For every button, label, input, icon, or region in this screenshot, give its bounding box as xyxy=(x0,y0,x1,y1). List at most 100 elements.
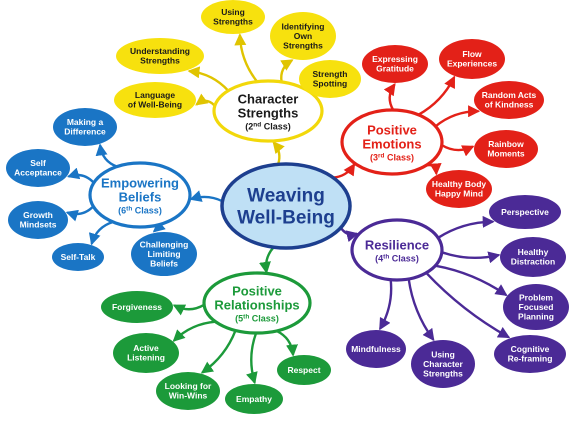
leaf-ellipse-growth-mindsets xyxy=(8,201,68,239)
hub-title-positive-relationships-line-2: Relationships xyxy=(214,298,299,313)
leaf-label-random-acts-of-kindness-line-1: Random Acts xyxy=(482,90,537,100)
arrow-empowering-beliefs-to-growth-mindsets xyxy=(65,205,95,222)
class-word: Class xyxy=(392,254,416,264)
leaf-ellipse-looking-for-win-wins xyxy=(156,372,220,410)
leaf-label-flow-experiences-line-2: Experiences xyxy=(447,59,497,69)
leaf-label-empathy-line-1: Empathy xyxy=(236,394,272,404)
class-open-paren: ( xyxy=(118,206,121,216)
leaf-label-strength-spotting-line-2: Spotting xyxy=(313,79,347,89)
leaf-label-strength-spotting-line-1: Strength xyxy=(313,69,348,79)
leaf-label-forgiveness-line-1: Forgiveness xyxy=(112,302,162,312)
leaf-ellipse-making-a-difference xyxy=(53,108,117,146)
class-word: Class xyxy=(264,122,288,132)
leaf-label-identifying-own-strengths-line-1: Identifying xyxy=(282,22,325,32)
class-close-paren: ) xyxy=(288,122,291,132)
arrow-resilience-to-using-character-strengths xyxy=(407,277,435,342)
arrow-center-to-resilience xyxy=(339,226,359,243)
class-open-paren: ( xyxy=(375,254,378,264)
leaf-label-random-acts-of-kindness-line-2: of Kindness xyxy=(485,100,534,110)
arrow-positive-relationships-to-respect xyxy=(275,329,298,357)
arrow-empowering-beliefs-to-self-talk xyxy=(88,220,115,246)
leaf-label-identifying-own-strengths-line-3: Strengths xyxy=(283,41,323,51)
leaf-label-problem-focused-planning-line-2: Focused xyxy=(519,302,554,312)
leaf-label-perspective-line-1: Perspective xyxy=(501,207,549,217)
leaf-label-active-listening-line-2: Listening xyxy=(127,353,165,363)
class-number: 2 xyxy=(248,122,253,132)
arrow-positive-emotions-to-rainbow-moments xyxy=(440,143,475,157)
leaf-ellipse-flow-experiences xyxy=(439,39,505,79)
class-open-paren: ( xyxy=(235,314,238,324)
class-number: 5 xyxy=(238,314,243,324)
leaf-ellipse-challenging-limiting-beliefs xyxy=(131,232,197,276)
leaf-label-cognitive-re-framing-line-1: Cognitive xyxy=(511,344,550,354)
class-number: 4 xyxy=(378,254,383,264)
class-open-paren: ( xyxy=(370,153,373,163)
leaf-label-respect-line-1: Respect xyxy=(287,365,320,375)
leaf-label-language-of-well-being-line-2: of Well-Being xyxy=(128,100,182,110)
leaf-ellipse-strength-spotting xyxy=(299,60,361,98)
center-title-line-1: Weaving xyxy=(247,186,325,207)
hub-ellipse-character xyxy=(212,79,324,143)
leaf-label-making-a-difference-line-1: Making a xyxy=(67,117,104,127)
center-title-line-2: Well-Being xyxy=(237,208,335,229)
leaf-label-rainbow-moments-line-1: Rainbow xyxy=(488,139,524,149)
leaf-forgiveness: Forgiveness xyxy=(101,291,173,323)
leaf-ellipse-mindfulness xyxy=(346,330,406,368)
hub-class-label-positive-relationships: (5th Class) xyxy=(235,314,279,324)
arrow-character-to-using-strengths xyxy=(234,33,259,83)
leaf-ellipse-using-strengths xyxy=(201,0,265,34)
leaf-label-flow-experiences-line-1: Flow xyxy=(462,49,482,59)
hub-resilience: Resilience(4th Class) xyxy=(350,218,444,282)
leaf-mindfulness: Mindfulness xyxy=(346,330,406,368)
class-word: Class xyxy=(252,314,276,324)
leaf-label-making-a-difference-line-2: Difference xyxy=(64,127,106,137)
hub-title-empowering-beliefs-line-1: Empowering xyxy=(101,176,179,191)
arrow-character-to-identifying-own-strengths xyxy=(280,59,294,84)
hub-title-positive-emotions-line-2: Emotions xyxy=(362,137,421,152)
leaf-label-problem-focused-planning-line-1: Problem xyxy=(519,293,553,303)
arrow-resilience-to-healthy-distraction xyxy=(440,251,501,264)
class-ordinal: th xyxy=(383,254,389,261)
leaf-ellipse-cognitive-re-framing xyxy=(494,335,566,373)
arrow-center-to-positive-emotions xyxy=(331,163,356,179)
leaf-self-talk: Self-Talk xyxy=(52,243,104,271)
leaf-label-active-listening-line-1: Active xyxy=(133,343,159,353)
arrow-resilience-to-cognitive-re-framing xyxy=(425,271,511,339)
hub-title-positive-emotions-line-1: Positive xyxy=(367,123,417,138)
arrow-positive-emotions-to-random-acts-of-kindness xyxy=(434,105,481,128)
arrow-resilience-to-mindfulness xyxy=(379,278,393,331)
leaf-label-self-acceptance-line-1: Self xyxy=(30,158,46,168)
hub-class-label-empowering-beliefs: (6th Class) xyxy=(118,206,162,216)
leaf-label-using-strengths-line-1: Using xyxy=(221,7,245,17)
leaf-ellipse-healthy-body-happy-mind xyxy=(426,170,492,208)
arrow-positive-emotions-to-flow-experiences xyxy=(417,75,456,116)
leaf-ellipse-identifying-own-strengths xyxy=(270,12,336,60)
leaf-label-self-acceptance-line-2: Acceptance xyxy=(14,168,62,178)
class-number: 6 xyxy=(121,206,126,216)
class-word: Class xyxy=(135,206,159,216)
leaf-label-challenging-limiting-beliefs-line-3: Beliefs xyxy=(150,259,178,269)
leaf-label-understanding-strengths-line-1: Understanding xyxy=(130,46,190,56)
leaf-ellipse-random-acts-of-kindness xyxy=(474,81,544,119)
leaf-label-using-character-strengths-line-1: Using xyxy=(431,350,455,360)
class-word: Class xyxy=(387,153,411,163)
leaf-label-self-talk-line-1: Self-Talk xyxy=(61,252,96,262)
arrow-positive-relationships-to-looking-for-win-wins xyxy=(200,329,237,374)
arrow-center-to-empowering-beliefs xyxy=(189,190,224,203)
leaf-label-expressing-gratitude-line-2: Gratitude xyxy=(376,64,414,74)
class-number: 3 xyxy=(373,153,378,163)
